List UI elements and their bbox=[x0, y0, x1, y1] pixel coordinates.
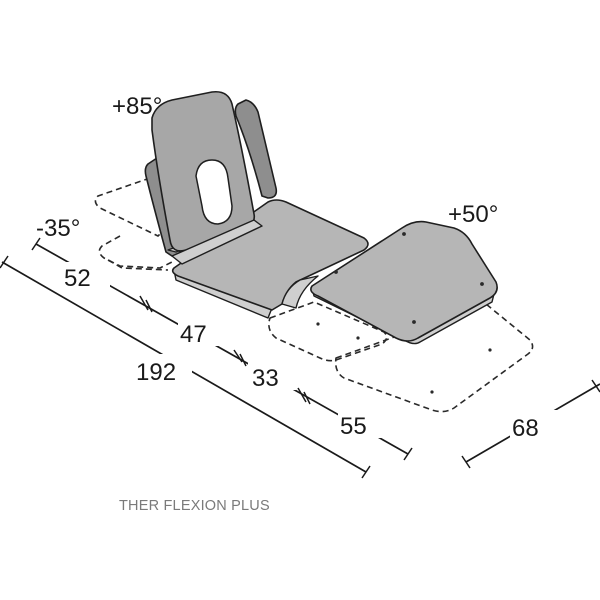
screw bbox=[412, 320, 416, 324]
dim-tick bbox=[361, 465, 371, 479]
ghost-head-lowered-2 bbox=[107, 259, 169, 271]
head-section-dim: 52 bbox=[64, 265, 91, 292]
backrest-angle-label: +85° bbox=[112, 93, 162, 120]
ghost-outlines bbox=[94, 177, 534, 413]
dim-tick bbox=[297, 387, 307, 403]
dim-tick bbox=[303, 391, 311, 405]
dim-tick bbox=[461, 455, 471, 469]
dim-tick bbox=[233, 349, 243, 363]
ghost-backrest-lowered bbox=[94, 177, 163, 237]
ghost-screw bbox=[356, 336, 360, 340]
dim-tick bbox=[591, 379, 600, 393]
dim-tick bbox=[145, 299, 153, 313]
seat-hinge bbox=[281, 275, 319, 309]
seat-section bbox=[171, 199, 369, 319]
ghost-foot-flat bbox=[334, 303, 534, 413]
dim-tick bbox=[139, 295, 149, 311]
backrest-section bbox=[151, 90, 263, 265]
backrest-hinge bbox=[171, 219, 263, 265]
leg-section-pad bbox=[310, 220, 498, 342]
back-section-dim: 47 bbox=[180, 321, 207, 348]
ghost-screw bbox=[488, 348, 492, 352]
screw bbox=[334, 270, 338, 274]
label-knockouts bbox=[62, 262, 558, 440]
dim-tick bbox=[0, 255, 9, 269]
leg-angle-label: +50° bbox=[448, 201, 498, 228]
labels: +85° -35° +50° 52 47 33 192 55 68 THER F… bbox=[36, 93, 539, 514]
right-arm-pad bbox=[234, 99, 278, 199]
screw bbox=[480, 282, 484, 286]
face-hole bbox=[195, 159, 233, 225]
seat-section-pad bbox=[171, 199, 369, 311]
head-angle-label: -35° bbox=[36, 215, 80, 242]
ghost-leg-flat bbox=[268, 301, 388, 362]
screw bbox=[402, 232, 406, 236]
dim-tick bbox=[239, 353, 247, 367]
dim-tick bbox=[31, 237, 41, 251]
leg-section-dim: 55 bbox=[340, 413, 367, 440]
ghost-head-lowered bbox=[98, 235, 173, 269]
seat-section-dim: 33 bbox=[252, 365, 279, 392]
leg-section bbox=[310, 220, 498, 345]
total-length-dim: 192 bbox=[136, 359, 176, 386]
ghost-screw bbox=[430, 390, 434, 394]
ghost-screw bbox=[316, 322, 320, 326]
width-dim: 68 bbox=[512, 415, 539, 442]
dim-tick bbox=[403, 447, 413, 461]
product-name: THER FLEXION PLUS bbox=[119, 498, 270, 514]
